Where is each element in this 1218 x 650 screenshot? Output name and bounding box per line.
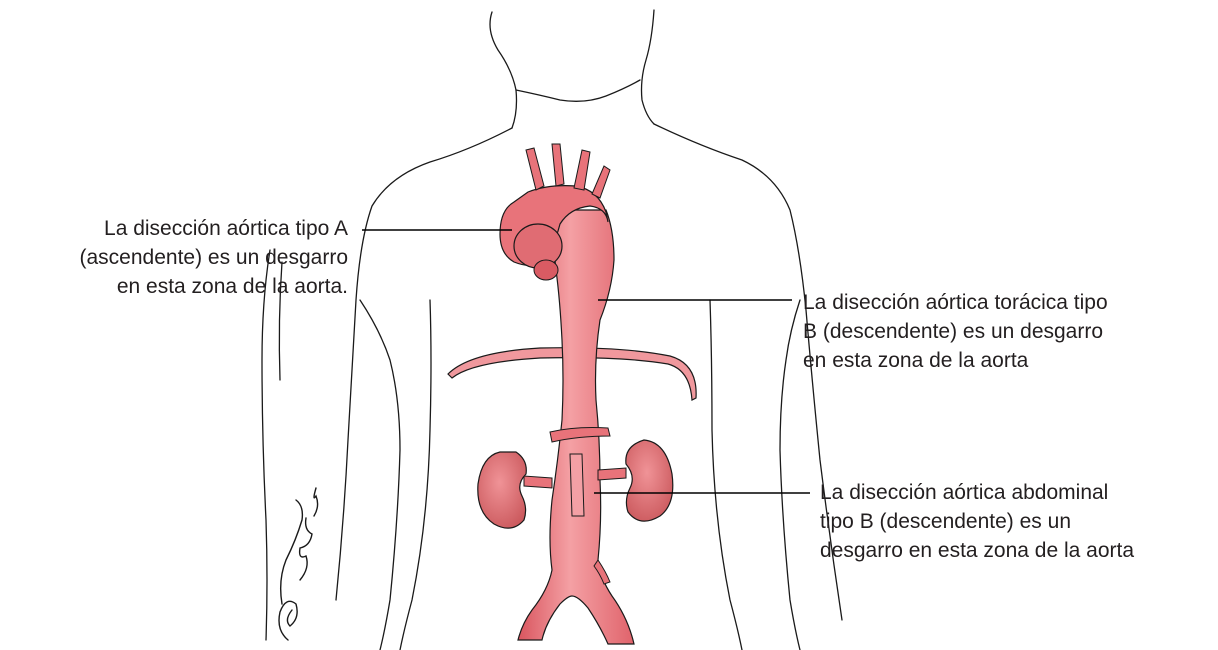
label-type-b-abdominal-dissection: La disección aórtica abdominal tipo B (d…: [820, 478, 1134, 565]
label-line: B (descendente) es un desgarro: [803, 317, 1108, 346]
label-line: en esta zona de la aorta.: [10, 272, 348, 301]
aorta-icon: [500, 144, 634, 644]
label-line: La disección aórtica torácica tipo: [803, 288, 1108, 317]
label-line: La disección aórtica tipo A: [10, 214, 348, 243]
label-type-b-thoracic-dissection: La disección aórtica torácica tipo B (de…: [803, 288, 1108, 375]
label-line: en esta zona de la aorta: [803, 346, 1108, 375]
label-type-a-dissection: La disección aórtica tipo A (ascendente)…: [10, 214, 348, 301]
label-line: tipo B (descendente) es un: [820, 507, 1134, 536]
signature: [279, 488, 318, 640]
label-line: (ascendente) es un desgarro: [10, 243, 348, 272]
label-line: desgarro en esta zona de la aorta: [820, 536, 1134, 565]
label-line: La disección aórtica abdominal: [820, 478, 1134, 507]
